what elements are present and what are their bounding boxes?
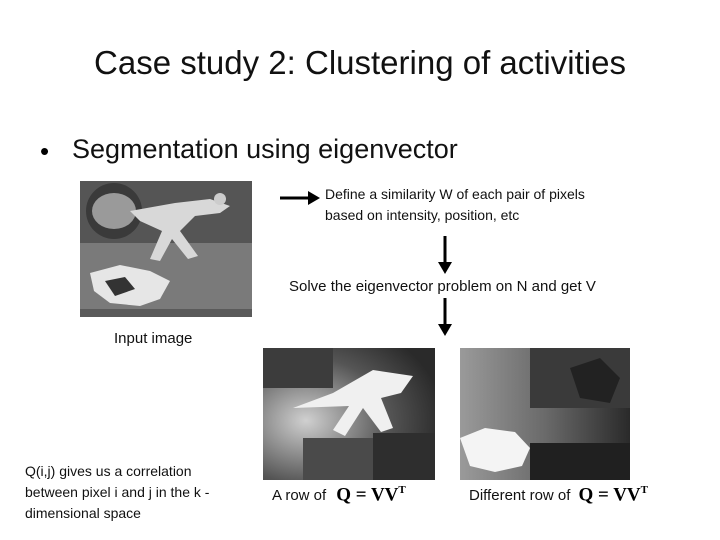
result-image-1 bbox=[263, 348, 435, 480]
correlation-text: Q(i,j) gives us a correlation between pi… bbox=[25, 463, 210, 521]
down-arrow-icon bbox=[438, 236, 452, 274]
formula-1: Q = VVT bbox=[336, 484, 406, 506]
similarity-text: Define a similarity W of each pair of pi… bbox=[325, 186, 585, 223]
row-label-1: A row of Q = VVT bbox=[272, 484, 406, 506]
result-image-2-graphic bbox=[460, 348, 630, 480]
row-label-2: Different row of Q = VVT bbox=[469, 484, 648, 506]
row-label-2-text: Different row of bbox=[469, 487, 571, 505]
right-arrow-icon bbox=[280, 191, 320, 205]
result-image-1-graphic bbox=[263, 348, 435, 480]
input-image bbox=[80, 181, 252, 317]
input-image-caption: Input image bbox=[114, 330, 193, 347]
row-label-1-text: A row of bbox=[272, 487, 327, 505]
formula-2: Q = VVT bbox=[578, 484, 648, 506]
down-arrow-icon bbox=[438, 298, 452, 336]
result-image-2 bbox=[460, 348, 630, 480]
formula-2-lhs: Q = VV bbox=[578, 484, 641, 506]
bullet-text: Segmentation using eigenvector bbox=[72, 134, 458, 164]
formula-2-sup: T bbox=[640, 484, 648, 496]
formula-1-sup: T bbox=[398, 484, 406, 496]
bullet-marker: • bbox=[40, 136, 50, 166]
slide-title: Case study 2: Clustering of activities bbox=[94, 44, 626, 81]
eigen-text: Solve the eigenvector problem on N and g… bbox=[289, 278, 596, 295]
input-image-graphic bbox=[80, 181, 252, 317]
formula-1-lhs: Q = VV bbox=[336, 484, 399, 506]
